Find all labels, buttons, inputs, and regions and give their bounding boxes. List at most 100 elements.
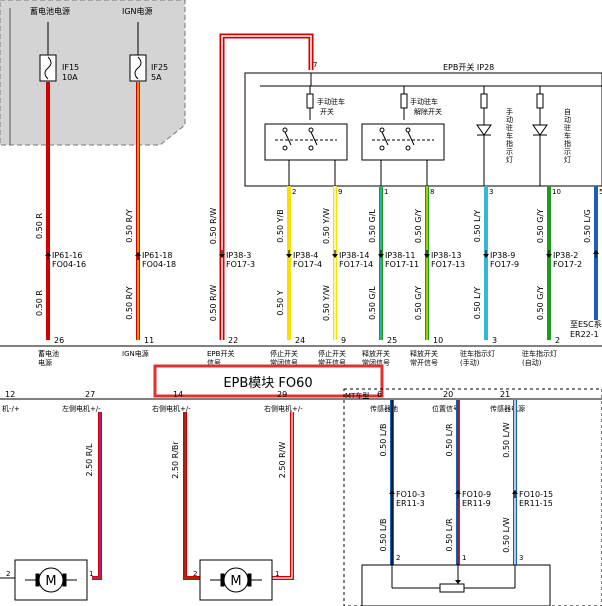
sensor-conn-a-2: FO10-15 [519, 490, 553, 499]
module-bottom-label-6: 传感器电源 [490, 404, 525, 413]
connector-0-a: IP61-16 [52, 251, 82, 260]
switch-pin-10: 10 [552, 188, 561, 196]
contact [282, 127, 288, 133]
sensor-wire-lower-0: 0.50 L/B [379, 519, 388, 552]
vertical-char: 驻 [564, 123, 571, 132]
motor-pin: 1 [89, 570, 93, 578]
vertical-char: 示 [564, 148, 571, 156]
connector-6-a: IP38-13 [431, 251, 461, 260]
connector-arrow [424, 254, 430, 258]
module-pin-bottom-12: 12 [5, 390, 15, 399]
wire-spec-lower-6: 0.50 G/Y [414, 286, 423, 320]
brush [220, 573, 225, 587]
connector-1-a: IP61-18 [142, 251, 172, 260]
connector-5-b: FO17-11 [385, 260, 419, 269]
wire-spec-lower-4: 0.50 Y/W [322, 285, 331, 321]
mt-dashed-region [343, 388, 602, 606]
module-bottom-label-5: 位置信号 [432, 404, 460, 413]
module-top-label-0-1: 电源 [38, 358, 52, 367]
vertical-char: 手 [506, 107, 513, 116]
wire-spec-lower-2: 0.50 R/W [209, 285, 218, 322]
connector-4-b: FO17-14 [339, 260, 373, 269]
sensor-conn-b-2: ER11-15 [519, 499, 553, 508]
module-pin-bottom-29: 29 [277, 390, 287, 399]
wire-spec-lower-5: 0.50 G/L [368, 286, 377, 320]
module-pin-top-26: 26 [54, 336, 64, 345]
module-top-label-0-0: 蓄电池 [38, 349, 59, 358]
esc-connector: ER22-1 [570, 330, 599, 339]
module-bottom-label-3: 右侧电机+/- [264, 404, 303, 413]
wire-spec-lower-3: 0.50 Y [276, 290, 285, 315]
brush [247, 573, 252, 587]
wire-epb-switch-stripe [221, 35, 312, 340]
park-switch-label-1: 手动驻车 [317, 97, 345, 106]
contact-blade [284, 131, 292, 146]
fuse1-name: IF15 [62, 63, 79, 72]
resistor-3 [536, 93, 544, 109]
connector-arrow [135, 252, 141, 256]
vertical-char: 动 [506, 115, 513, 124]
wire-spec-upper-9: 0.50 L/G [583, 209, 592, 243]
release-switch-contacts [361, 123, 445, 161]
wire-spec-lower-1: 0.50 R/Y [125, 286, 134, 320]
module-top-label-8-0: 驻车指示灯 [522, 349, 557, 358]
wiper-arrow-icon [455, 580, 461, 584]
module-pin-top-9: 9 [341, 336, 346, 345]
module-top-label-1-0: IGN电源 [122, 349, 149, 358]
module-top-label-2-1: 信号 [207, 358, 221, 367]
epb-switch-box [244, 72, 602, 187]
ign-power-label: IGN电源 [122, 6, 153, 16]
module-top-label-6-0: 释放开关 [410, 349, 438, 358]
switch-pin-1: 1 [384, 188, 388, 196]
connector-7-a: IP38-9 [490, 251, 515, 260]
fuse-if15-element [44, 56, 52, 80]
park-switch-label-2: 开关 [320, 107, 334, 116]
module-top-label-3-1: 常闭信号 [270, 358, 298, 367]
connector-0-b: FO04-16 [52, 260, 86, 269]
module-bottom-label-1: 左侧电机+/- [62, 404, 101, 413]
connector-6-b: FO17-13 [431, 260, 465, 269]
wire-spec-upper-2: 0.50 R/W [209, 208, 218, 245]
module-bottom-label-0: 机-/+ [2, 404, 20, 413]
resistor-0 [306, 93, 314, 109]
vertical-char: 车 [506, 131, 513, 140]
wire-spec-lower-8: 0.50 G/Y [536, 286, 545, 320]
wire-spec-upper-4: 0.50 Y/W [322, 208, 331, 244]
resistor-1 [400, 93, 408, 109]
sensor-connector-arrow [389, 490, 395, 494]
motor-wire-1: 2.50 R/Br [171, 441, 180, 479]
connector-arrow [45, 252, 51, 256]
vertical-char: 指 [506, 139, 513, 148]
vertical-char: 自 [564, 107, 571, 116]
connector-arrow [483, 254, 489, 258]
wire-spec-upper-1: 0.50 R/Y [125, 209, 134, 243]
vertical-char: 驻 [506, 123, 513, 132]
module-top-label-7-1: (手动) [460, 358, 480, 367]
motor-wire-0: 2.50 R/L [85, 443, 94, 477]
connector-2-b: FO17-3 [226, 260, 255, 269]
module-top-label-6-1: 常开信号 [410, 358, 438, 367]
connector-7-b: FO17-9 [490, 260, 519, 269]
module-pin-top-25: 25 [387, 336, 397, 345]
resistor-2 [480, 93, 488, 109]
sensor-wire-upper-2: 0.50 L/W [502, 422, 511, 458]
module-top-label-4-1: 常开信号 [318, 358, 346, 367]
sensor-conn-b-0: ER11-3 [396, 499, 425, 508]
module-top-label-4-0: 停止开关 [318, 349, 346, 358]
sensor-conn-b-1: ER11-9 [462, 499, 491, 508]
sensor-pin-1: 1 [462, 554, 466, 562]
park-switch-contacts [264, 123, 348, 161]
contact-blade [310, 131, 318, 146]
module-top-label-3-0: 停止开关 [270, 349, 298, 358]
switch-pin-5: 5 [599, 188, 602, 196]
contact [379, 127, 385, 133]
switch-pin-9: 9 [338, 188, 342, 196]
connector-5-a: IP38-11 [385, 251, 415, 260]
switch-top-pin: 7 [313, 61, 317, 69]
module-bottom-label-4: 传感器地 [370, 404, 398, 413]
module-top-label-5-0: 释放开关 [362, 349, 390, 358]
connector-3-a: IP38-4 [293, 251, 318, 260]
module-pin-bottom-21: 21 [500, 390, 510, 399]
